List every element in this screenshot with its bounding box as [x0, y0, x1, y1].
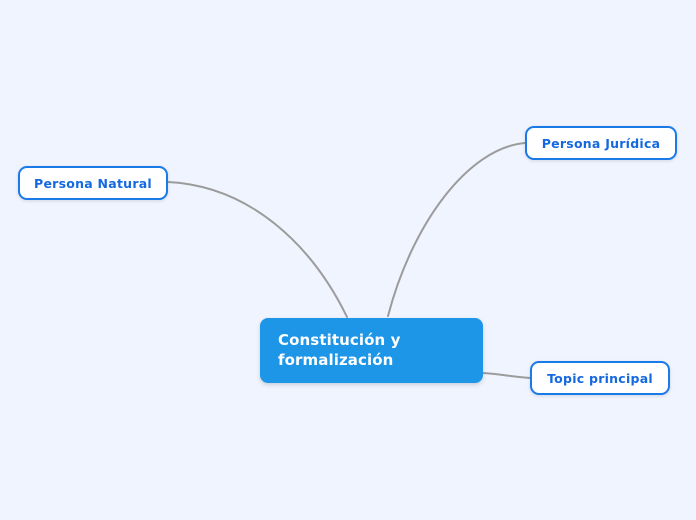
node-root-constitucion-y-formalizacion[interactable]: Constitución y formalización	[260, 318, 483, 383]
node-persona-natural[interactable]: Persona Natural	[18, 166, 168, 200]
node-topic-principal[interactable]: Topic principal	[530, 361, 670, 395]
connector-root-to-persona-natural	[167, 181, 348, 318]
node-persona-juridica[interactable]: Persona Jurídica	[525, 126, 677, 160]
node-label: Constitución y formalización	[278, 330, 401, 369]
node-label: Persona Natural	[34, 175, 152, 191]
connector-root-to-persona-juridica	[387, 142, 526, 317]
connector-root-to-topic-principal	[482, 372, 531, 379]
node-label: Topic principal	[547, 370, 653, 386]
node-label: Persona Jurídica	[541, 135, 661, 151]
